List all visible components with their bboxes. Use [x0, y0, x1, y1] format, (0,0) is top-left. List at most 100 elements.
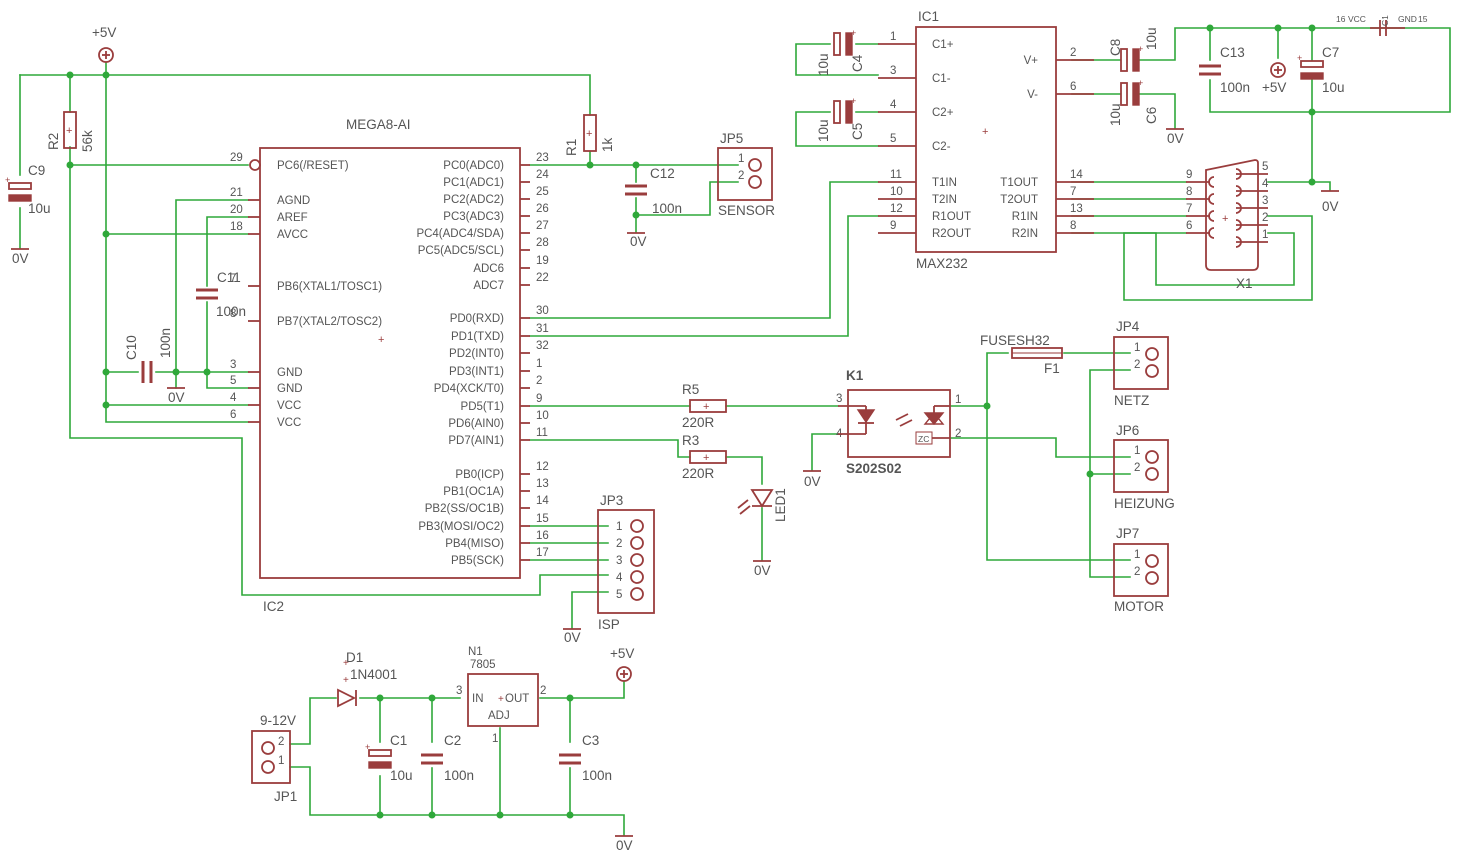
ground-c12: 0V	[627, 232, 647, 249]
pin-number: 2	[1134, 359, 1140, 371]
jp1-name: 9-12V	[260, 713, 296, 728]
c1-value: 10u	[390, 768, 413, 783]
svg-text:+: +	[703, 401, 709, 413]
pin-number: 18	[230, 221, 243, 233]
ground-psu: 0V	[615, 835, 633, 853]
pin-name: C2+	[932, 107, 954, 119]
x1-pin-8: 8	[1186, 186, 1215, 205]
pin-name: PC3(ADC3)	[443, 211, 504, 223]
svg-text:+: +	[1138, 44, 1143, 54]
pin-name: PD3(INT1)	[449, 366, 504, 378]
pin-name: V-	[1027, 89, 1038, 101]
c13-ref: C13	[1220, 45, 1245, 60]
pin-number: 14	[536, 495, 549, 507]
svg-text:+: +	[1138, 78, 1143, 88]
ground-led: 0V	[753, 560, 771, 578]
svg-text:+: +	[5, 175, 10, 185]
pin-number: 19	[536, 255, 549, 267]
pin-number: 2	[1134, 462, 1140, 474]
pin-name: PB0(ICP)	[455, 469, 504, 481]
jp1-power-connector: 2 1 9-12V JP1	[251, 713, 297, 804]
pin-number: 32	[536, 340, 549, 352]
pin-number: 1	[890, 31, 896, 43]
jp6-heizung-connector: 1 2 JP6 HEIZUNG	[1113, 423, 1175, 511]
x1-pin-9: 9	[1186, 169, 1215, 188]
ground-k1: 0V	[803, 470, 821, 489]
f1-part: FUSESH32	[980, 333, 1050, 348]
wires	[19, 27, 1451, 836]
jp7-name: MOTOR	[1114, 599, 1164, 614]
pin-number: 7	[230, 273, 236, 285]
pin-number: 5	[230, 375, 236, 387]
jp3-pin-4: 4	[616, 570, 644, 584]
pin-number: 20	[230, 204, 243, 216]
x1-pin-4: 4	[1235, 178, 1269, 197]
pin-name: PD4(XCK/T0)	[434, 383, 504, 395]
r2-resistor: + R2 56k	[46, 111, 95, 152]
jp7-motor-connector: 1 2 JP7 MOTOR	[1113, 526, 1169, 614]
c8-ref: C8	[1108, 39, 1123, 56]
supply-5v-ic1: +5V	[1262, 62, 1286, 95]
n1-pin-in: 3	[456, 685, 462, 697]
f1-ref: F1	[1044, 361, 1060, 376]
r5-value: 220R	[682, 415, 715, 430]
pin-name: AREF	[277, 212, 308, 224]
ground-c6: 0V	[1166, 128, 1184, 146]
pin-number: 17	[536, 547, 549, 559]
ic2-left-pins: 29PC6(/RESET)21AGND20AREF18AVCC7PB6(XTAL…	[230, 152, 382, 429]
pin-number: 11	[890, 169, 902, 181]
ic1-left-pins: 1C1+3C1-4C2+5C2-11T1IN10T2IN12R1OUT9R2OU…	[878, 31, 971, 240]
pin-number: 6	[230, 409, 236, 421]
c11-ref: C11	[217, 270, 241, 285]
pin-name: PD7(AIN1)	[448, 435, 504, 447]
pin-number: 14	[1070, 169, 1083, 181]
pin-number: 4	[230, 392, 237, 404]
c6-ref: C6	[1144, 107, 1159, 124]
pin-number: 8	[1070, 220, 1076, 232]
c7-ref: C7	[1322, 45, 1339, 60]
pin-name: VCC	[277, 400, 301, 412]
c10-value: 100n	[158, 328, 173, 358]
pin-number: 5	[616, 589, 622, 601]
d1-part: 1N4001	[350, 667, 397, 682]
pin-name: PC5(ADC5/SCL)	[418, 245, 504, 257]
pin-number: 9	[1186, 169, 1192, 181]
ground-c9: 0V	[11, 248, 29, 266]
gnd-label: 0V	[168, 390, 185, 405]
ic2-part: MEGA8-AI	[346, 117, 411, 132]
pin-number: 1	[536, 358, 542, 370]
jp3-pin-3: 3	[616, 553, 644, 567]
c3-value: 100n	[582, 768, 612, 783]
pin-name: PB5(SCK)	[451, 555, 504, 567]
pin-name: PC6(/RESET)	[277, 160, 349, 172]
pin-number: 4	[1262, 178, 1269, 190]
svg-text:+: +	[703, 452, 709, 464]
ic1-pin-3: 3C1-	[878, 65, 951, 85]
pin-name: PD1(TXD)	[451, 331, 504, 343]
pin-name: R1OUT	[932, 211, 971, 223]
pin-name: T1OUT	[1000, 177, 1038, 189]
x1-pin-7: 7	[1186, 203, 1215, 222]
r3-resistor: + R3 220R	[682, 433, 727, 481]
pin-name: PC0(ADC0)	[443, 160, 504, 172]
pin-number: 1	[278, 755, 284, 767]
pin-number: 3	[1262, 195, 1268, 207]
